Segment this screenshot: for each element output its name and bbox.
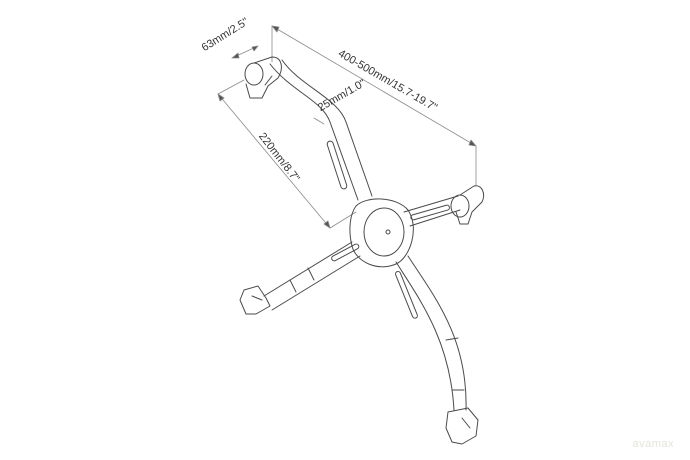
watermark: avamax — [632, 438, 674, 450]
dimension-lines — [217, 25, 477, 229]
arm-top — [269, 59, 373, 201]
clamp-bottom-right — [445, 407, 479, 445]
clamp-top-left — [244, 56, 282, 99]
arm-bottom-right — [395, 255, 467, 411]
clamp-right — [450, 185, 485, 225]
arm-right — [403, 195, 461, 227]
center-hub — [349, 198, 414, 268]
arm-bottom-left — [263, 241, 361, 311]
clamp-bottom-left — [239, 285, 271, 315]
